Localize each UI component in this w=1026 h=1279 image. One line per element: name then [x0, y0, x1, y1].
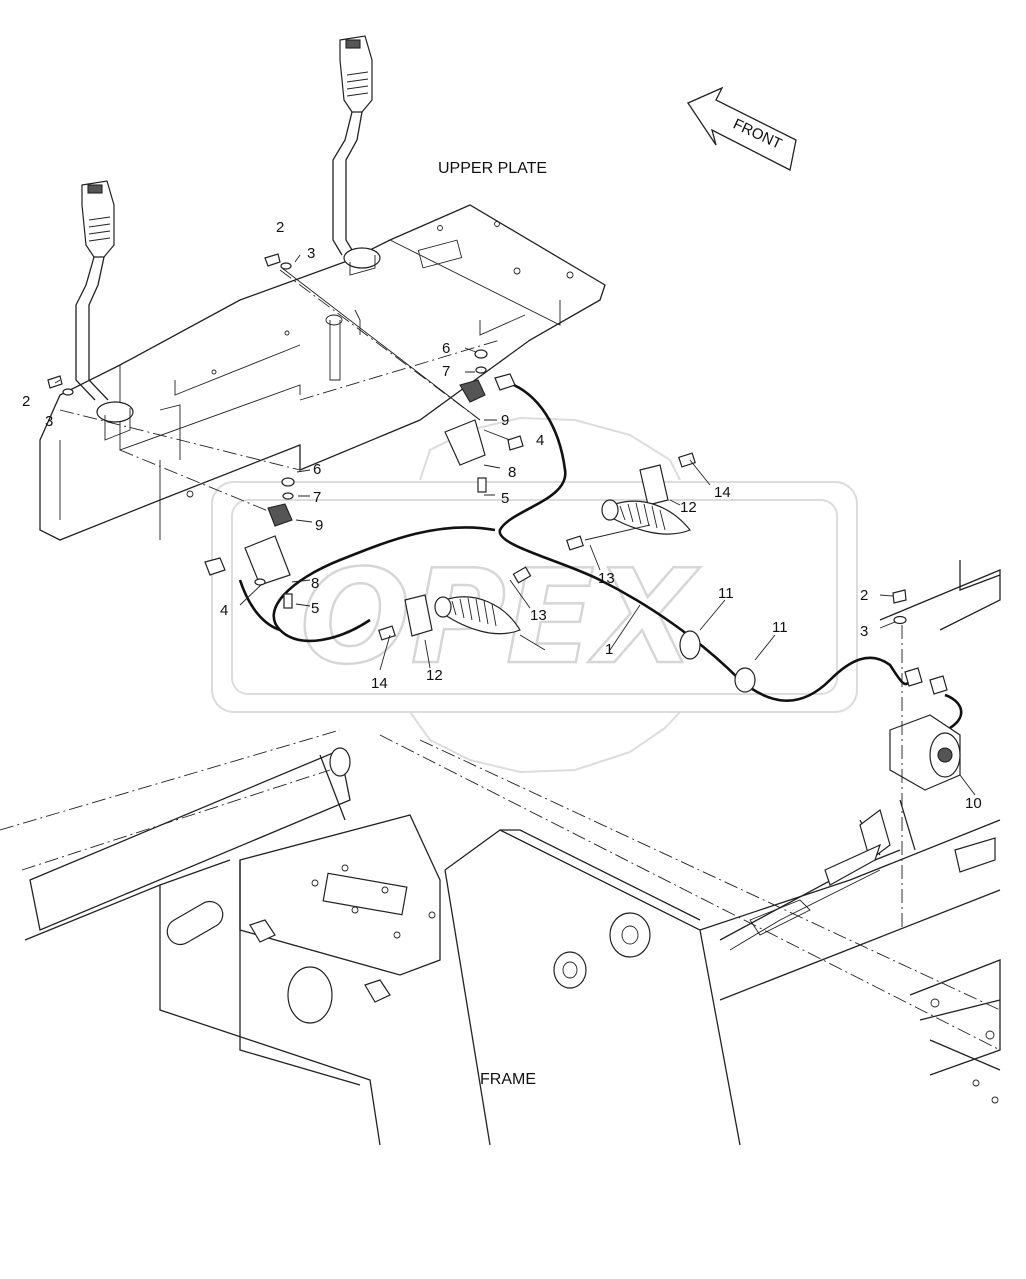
callout-14: 14 [714, 484, 731, 501]
callout-12: 12 [426, 667, 443, 684]
callout-12: 12 [680, 499, 697, 516]
callout-6: 6 [313, 461, 321, 478]
callout-3: 3 [860, 623, 868, 640]
callout-labels: 2 3 2 3 6 7 9 4 8 5 6 7 9 8 4 5 14 12 13… [22, 219, 982, 812]
callout-9: 9 [501, 412, 509, 429]
callout-9: 9 [315, 517, 323, 534]
callout-8: 8 [508, 464, 516, 481]
watermark-logo: OPEX [211, 416, 858, 774]
callout-11: 11 [772, 619, 788, 636]
callout-6: 6 [442, 340, 450, 357]
callout-2: 2 [22, 393, 30, 410]
callout-3: 3 [45, 413, 53, 430]
callout-8: 8 [311, 575, 319, 592]
upper-plate-label: UPPER PLATE [438, 160, 547, 177]
callout-13: 13 [530, 607, 547, 624]
frame-label: FRAME [480, 1071, 536, 1088]
callout-1: 1 [605, 641, 613, 658]
callout-5: 5 [501, 490, 509, 507]
callout-5: 5 [311, 600, 319, 617]
callout-10: 10 [965, 795, 982, 812]
callout-2: 2 [860, 587, 868, 604]
callout-13: 13 [598, 570, 615, 587]
callout-4: 4 [220, 602, 228, 619]
upper-plate-assembly [39, 35, 606, 541]
frame-assembly [0, 560, 1001, 1146]
callout-11: 11 [718, 585, 734, 602]
callout-7: 7 [313, 489, 321, 506]
wiring-harness [238, 378, 963, 730]
callout-2: 2 [276, 219, 284, 236]
callout-14: 14 [371, 675, 388, 692]
hardware-parts [47, 253, 961, 930]
callout-3: 3 [307, 245, 315, 262]
front-arrow: FRONT [687, 86, 797, 171]
callout-7: 7 [442, 363, 450, 380]
leader-lines [54, 254, 976, 796]
callout-4: 4 [536, 432, 544, 449]
